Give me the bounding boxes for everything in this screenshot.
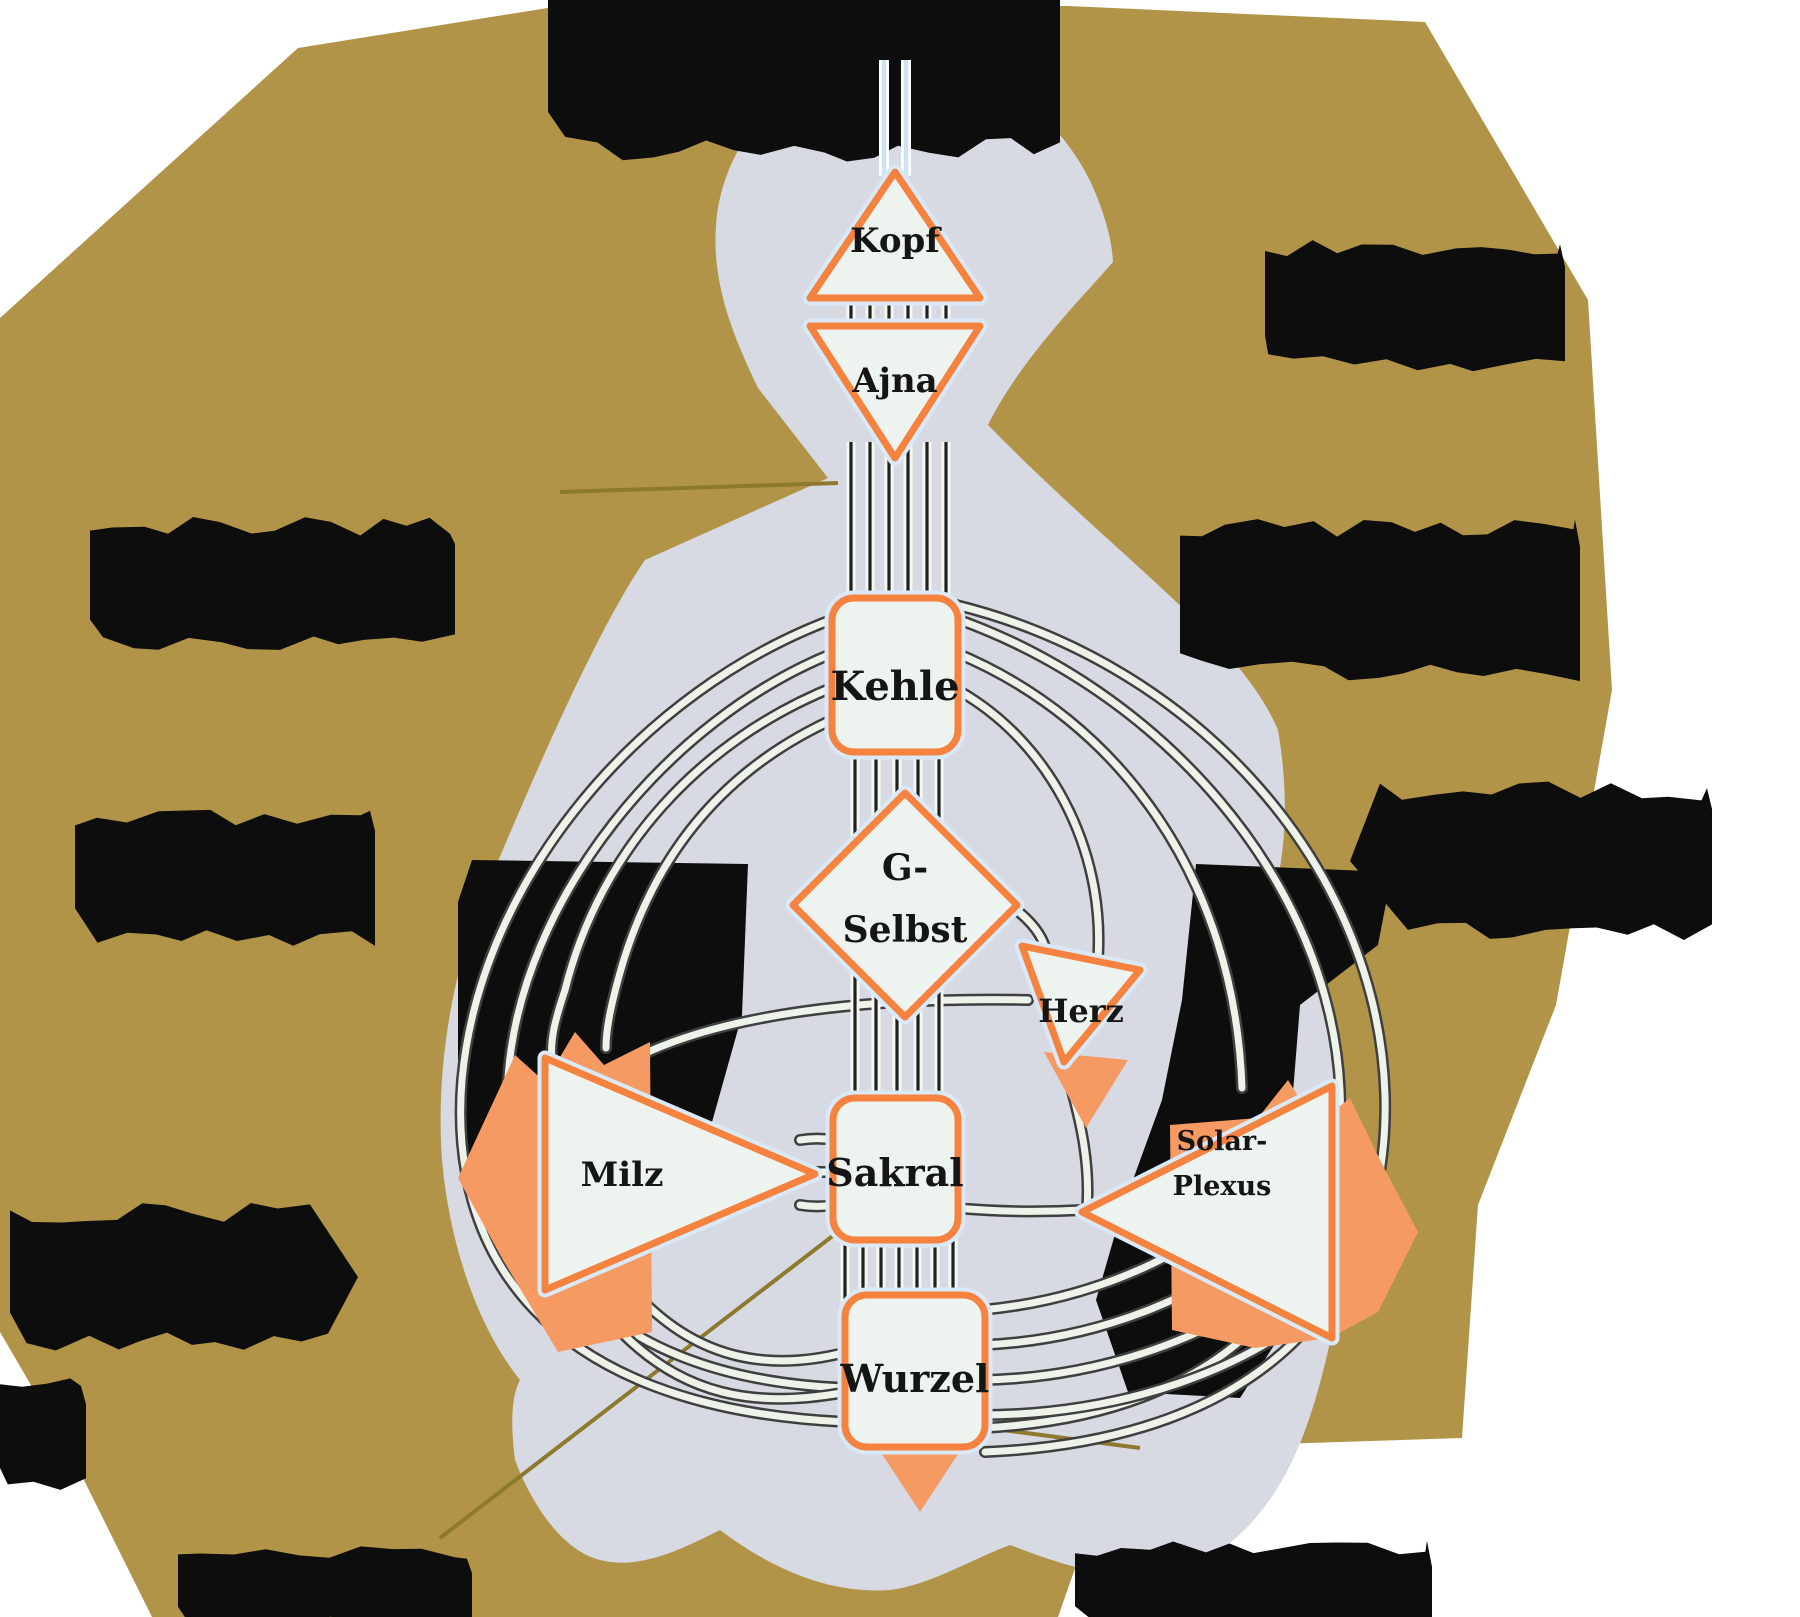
redacted-label-upper-right bbox=[1265, 240, 1565, 372]
center-kehle bbox=[828, 594, 962, 756]
leader-ajna bbox=[559, 481, 839, 494]
milz-label: Milz bbox=[581, 1155, 664, 1195]
center-sakral bbox=[829, 1094, 962, 1244]
redacted-labels bbox=[0, 0, 1712, 1617]
centers bbox=[537, 164, 1340, 1455]
sakral-label: Sakral bbox=[826, 1150, 963, 1195]
center-ajna bbox=[806, 322, 984, 462]
redacted-label-bottom-right bbox=[1075, 1540, 1432, 1617]
crown-channel bbox=[879, 60, 911, 176]
kehle-label: Kehle bbox=[830, 663, 959, 710]
center-solar-plexus bbox=[1078, 1082, 1336, 1342]
wurzel-label: Wurzel bbox=[840, 1356, 990, 1401]
center-wurzel bbox=[841, 1291, 989, 1451]
kopf-label: Kopf bbox=[850, 221, 942, 261]
redacted-label-left-upper bbox=[90, 517, 455, 650]
center-kopf bbox=[806, 168, 984, 302]
ajna-label: Ajna bbox=[851, 361, 937, 401]
g-label-2: Selbst bbox=[843, 909, 968, 951]
redacted-label-right-upper bbox=[1180, 519, 1580, 682]
herz-pendant-arrow bbox=[1044, 1052, 1128, 1128]
center-labels: Kopf Ajna Kehle G- Selbst Herz Milz Sakr… bbox=[581, 221, 1272, 1401]
wurzel-pendant-arrow bbox=[876, 1445, 964, 1512]
herz-label: Herz bbox=[1038, 992, 1124, 1030]
redacted-label-bottom-left-2 bbox=[178, 1546, 472, 1617]
redacted-label-right-mid bbox=[1350, 781, 1712, 940]
g-label-1: G- bbox=[882, 847, 928, 889]
solar-label-2: Plexus bbox=[1173, 1171, 1272, 1202]
center-g-selbst bbox=[789, 789, 1021, 1021]
center-herz bbox=[1018, 942, 1144, 1066]
center-milz bbox=[541, 1054, 819, 1294]
redacted-label-bottom-left bbox=[10, 1203, 358, 1351]
channel-band bbox=[956, 1208, 1083, 1211]
solar-label-1: Solar- bbox=[1177, 1126, 1268, 1157]
redacted-label-left-mid bbox=[75, 809, 375, 946]
redacted-label-left-lower bbox=[0, 1378, 86, 1490]
redacted-title-top bbox=[548, 0, 1060, 162]
